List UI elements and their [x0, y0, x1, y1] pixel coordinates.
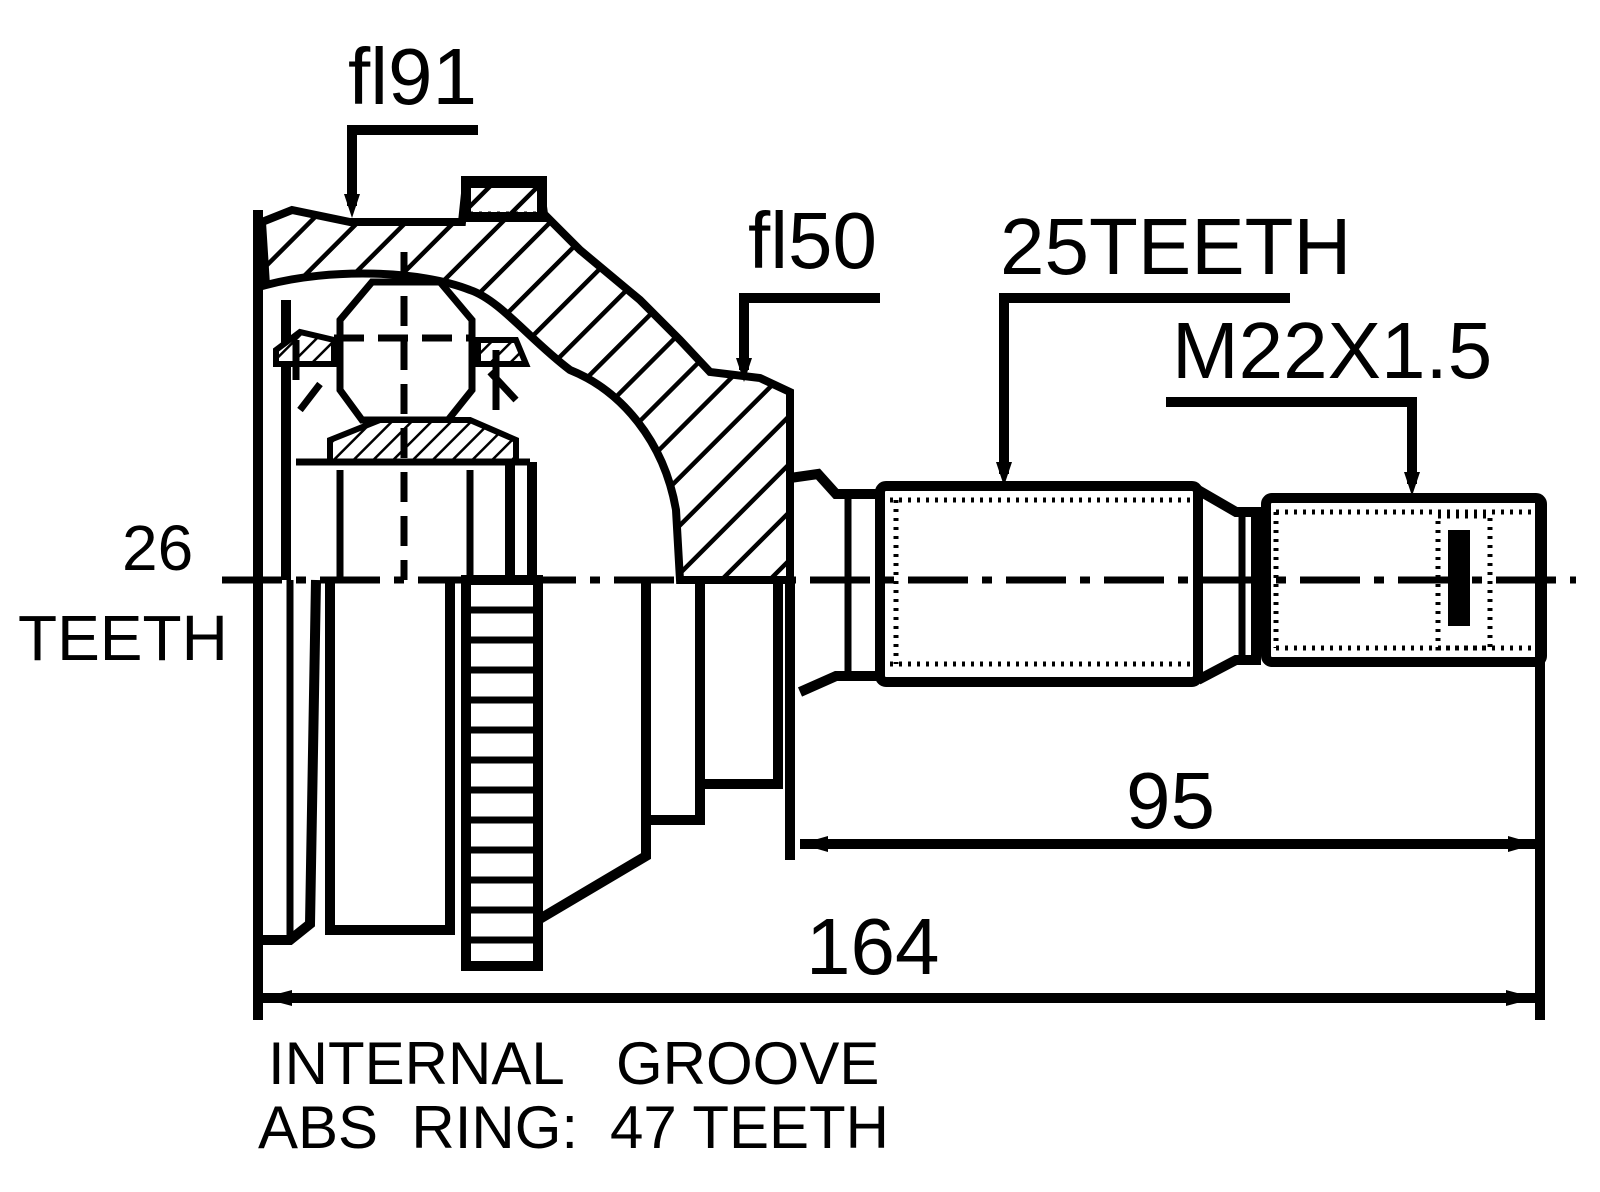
spline-teeth-label: 25TEETH: [1000, 202, 1351, 291]
abs-note-line2-left: ABS RING:: [258, 1094, 578, 1161]
abs-note-line2-right: 47 TEETH: [610, 1094, 889, 1161]
overall-length-label: 164: [806, 902, 939, 991]
inner-teeth-number: 26: [122, 512, 193, 584]
abs-note-line1-right: GROOVE: [616, 1030, 879, 1097]
stem-length-label: 95: [1126, 756, 1215, 845]
outer-diameter-label: fl91: [348, 32, 477, 121]
abs-ring-teeth: [470, 606, 534, 944]
thread-label: M22X1.5: [1172, 306, 1492, 395]
bell-housing-outline: [253, 575, 795, 971]
shaft: [789, 468, 1547, 1020]
inner-teeth-word: TEETH: [18, 602, 228, 674]
abs-note-line1-left: INTERNAL: [268, 1030, 565, 1097]
ball-cage: [273, 252, 537, 580]
dimension-lines: [253, 125, 1536, 1020]
collar-diameter-label: fl50: [748, 196, 877, 285]
